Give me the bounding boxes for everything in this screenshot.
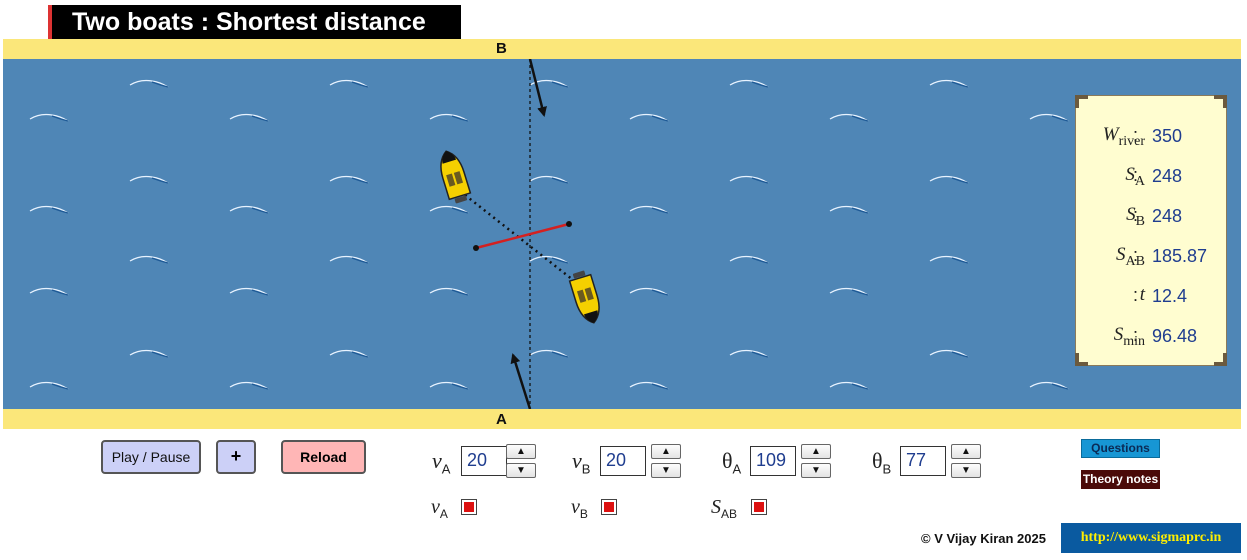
- info-value: 12.4: [1152, 286, 1188, 306]
- show-va-checkbox[interactable]: [461, 499, 477, 515]
- info-panel: Wriver : 350 SA : 248 SB : 248 SAB : 185…: [1075, 95, 1227, 366]
- bank-top: [3, 39, 1241, 59]
- info-value: 248: [1152, 206, 1183, 226]
- simulation-canvas: [29, 59, 1069, 409]
- bank-bottom: [3, 409, 1241, 429]
- vb-spin-down[interactable]: ▼: [651, 463, 681, 478]
- param-label-vb: vB: [572, 448, 591, 477]
- checkbox-mark: [754, 502, 764, 512]
- checkbox-label-vb: vB: [571, 496, 588, 521]
- reload-button[interactable]: Reload: [281, 440, 366, 474]
- info-label: Smin: [1113, 324, 1145, 349]
- param-label-va: vA: [432, 448, 451, 477]
- shortest-distance-endpoint: [473, 245, 479, 251]
- shortest-distance-endpoint: [566, 221, 572, 227]
- theta-a-input[interactable]: 109: [750, 446, 796, 476]
- theory-notes-button[interactable]: Theory notes: [1081, 470, 1160, 489]
- info-label: t: [1139, 284, 1145, 305]
- play-pause-button[interactable]: Play / Pause: [101, 440, 201, 474]
- checkbox-mark: [604, 502, 614, 512]
- info-colon: :: [1133, 325, 1139, 345]
- show-sab-checkbox[interactable]: [751, 499, 767, 515]
- info-label: SA: [1125, 164, 1145, 189]
- velocity-arrow-b: [528, 59, 547, 117]
- va-input[interactable]: 20: [461, 446, 507, 476]
- wave-pattern: [29, 79, 1069, 390]
- va-spin-down[interactable]: ▼: [506, 463, 536, 478]
- info-label: SAB: [1116, 244, 1145, 269]
- info-value: 96.48: [1152, 326, 1198, 346]
- page-title: Two boats : Shortest distance: [72, 8, 426, 36]
- vb-spin-up[interactable]: ▲: [651, 444, 681, 459]
- panel-corner: [1214, 353, 1227, 366]
- velocity-arrow-a: [510, 353, 532, 409]
- bank-label-a: A: [496, 411, 507, 428]
- info-row-smin: Smin : 96.48: [1076, 324, 1228, 350]
- info-row-time: t : 12.4: [1076, 284, 1228, 310]
- checkbox-mark: [464, 502, 474, 512]
- param-label-theta-a: θA: [722, 448, 742, 477]
- info-colon: :: [1133, 285, 1139, 305]
- info-colon: :: [1133, 165, 1139, 185]
- panel-corner: [1214, 95, 1227, 108]
- theta-b-spin-down[interactable]: ▼: [951, 463, 981, 478]
- va-spin-up[interactable]: ▲: [506, 444, 536, 459]
- shortest-distance-line: [475, 222, 570, 250]
- theta-b-input[interactable]: 77: [900, 446, 946, 476]
- info-colon: :: [1133, 245, 1139, 265]
- param-label-theta-b: θB: [872, 448, 892, 477]
- info-row-sa: SA : 248: [1076, 164, 1228, 190]
- checkbox-label-sab: SAB: [711, 496, 738, 521]
- info-row-sb: SB : 248: [1076, 204, 1228, 230]
- checkbox-label-va: vA: [431, 496, 448, 521]
- info-colon: :: [1133, 205, 1139, 225]
- info-value: 248: [1152, 166, 1183, 186]
- info-value: 185.87: [1152, 246, 1208, 266]
- bank-label-b: B: [496, 40, 507, 57]
- boat-b: [440, 150, 472, 204]
- theta-a-spin-up[interactable]: ▲: [801, 444, 831, 459]
- theta-b-spin-up[interactable]: ▲: [951, 444, 981, 459]
- info-row-river-width: Wriver : 350: [1076, 124, 1228, 150]
- title-bar: Two boats : Shortest distance: [48, 5, 461, 39]
- panel-corner: [1075, 353, 1088, 366]
- info-value: 350: [1152, 126, 1183, 146]
- questions-button[interactable]: Questions: [1081, 439, 1160, 458]
- panel-corner: [1075, 95, 1088, 108]
- info-row-sab: SAB : 185.87: [1076, 244, 1228, 270]
- step-plus-button[interactable]: +: [216, 440, 256, 474]
- website-link[interactable]: http://www.sigmaprc.in: [1061, 523, 1241, 553]
- info-label: Wriver: [1102, 124, 1145, 149]
- boat-separation-line: [464, 194, 588, 292]
- theta-a-spin-down[interactable]: ▼: [801, 463, 831, 478]
- info-label: SB: [1126, 204, 1145, 229]
- show-vb-checkbox[interactable]: [601, 499, 617, 515]
- info-colon: :: [1133, 125, 1139, 145]
- boat-a: [568, 270, 600, 324]
- vb-input[interactable]: 20: [600, 446, 646, 476]
- copyright-text: © V Vijay Kiran 2025: [921, 531, 1046, 546]
